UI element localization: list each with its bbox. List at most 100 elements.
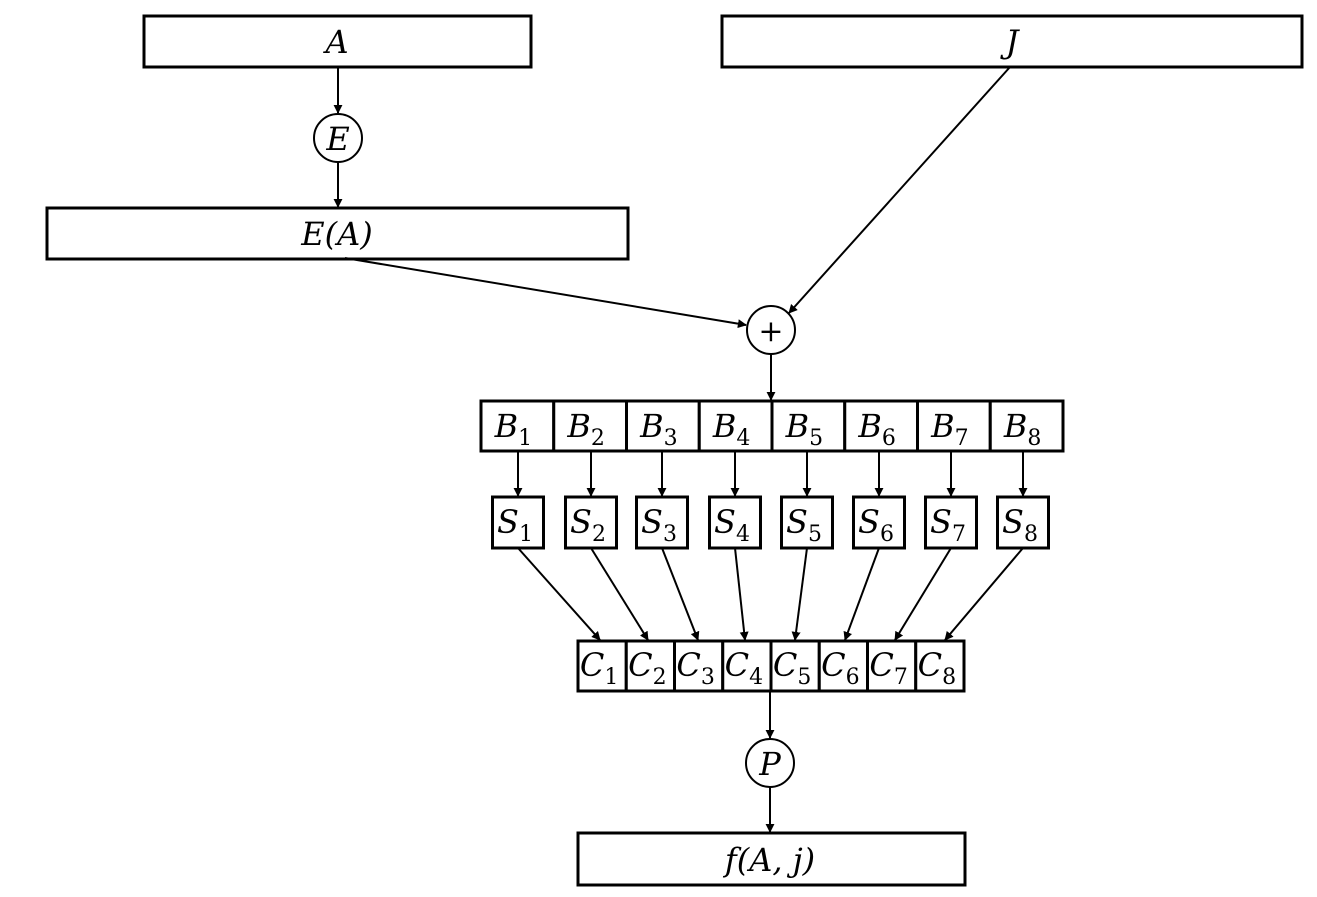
c-block-2-label-index: 2 bbox=[653, 665, 667, 690]
expanded-a-label: E(A) bbox=[300, 215, 372, 253]
s-box-1-label-letter: S bbox=[497, 503, 519, 541]
edge-s4-to-c4 bbox=[734, 547, 749, 641]
c-block-7-label: C7 bbox=[869, 646, 907, 690]
c-block-4-label-letter: C bbox=[725, 646, 749, 684]
b-block-3-label-index: 3 bbox=[664, 426, 678, 451]
s-box-5: S5 bbox=[780, 495, 834, 550]
s-box-1-label-index: 1 bbox=[519, 522, 533, 547]
output-node: f(A, j) bbox=[576, 831, 967, 887]
input-j-label: J bbox=[1000, 23, 1021, 61]
c-block-1-label-letter: C bbox=[580, 646, 604, 684]
s-box-3: S3 bbox=[635, 495, 689, 550]
b-block-7-label: B7 bbox=[930, 407, 969, 451]
output-label: f(A, j) bbox=[723, 841, 815, 879]
expansion-e-node: E bbox=[313, 113, 363, 163]
s-box-7-label: S7 bbox=[930, 503, 966, 547]
b-to-s-edges bbox=[513, 451, 1028, 497]
b-block-7: B7 bbox=[916, 399, 992, 453]
c-block-5-label: C5 bbox=[773, 646, 811, 690]
edge-j-to-xor bbox=[788, 66, 1011, 314]
b-block-2-label-index: 2 bbox=[591, 426, 605, 451]
c-block-3-label-index: 3 bbox=[701, 665, 715, 690]
c-block-3-label: C3 bbox=[676, 646, 714, 690]
b-block-6: B6 bbox=[843, 399, 919, 453]
s-box-4-label: S4 bbox=[714, 503, 750, 547]
s-box-2-label-letter: S bbox=[570, 503, 592, 541]
c-block-4-label-index: 4 bbox=[749, 665, 763, 690]
permutation-p-label: P bbox=[758, 745, 781, 783]
s-box-2: S2 bbox=[564, 495, 618, 550]
c-block-6-label: C6 bbox=[821, 646, 859, 690]
edge-s7-to-c7 bbox=[894, 547, 952, 641]
b-block-3-label: B3 bbox=[639, 407, 678, 451]
b-block-6-label-letter: B bbox=[857, 407, 882, 445]
s-box-6-label: S6 bbox=[858, 503, 894, 547]
c-block-7-label-index: 7 bbox=[894, 665, 908, 690]
b-block-2: B2 bbox=[552, 399, 628, 453]
s-box-2-label-index: 2 bbox=[592, 522, 606, 547]
edge-s2-to-c2 bbox=[590, 547, 649, 641]
c-block-1-label: C1 bbox=[580, 646, 618, 690]
s-box-8-label-letter: S bbox=[1002, 503, 1024, 541]
edge-ea-to-xor bbox=[344, 257, 747, 329]
s-box-5-label: S5 bbox=[786, 503, 822, 547]
edge-s1-to-c1 bbox=[517, 547, 601, 641]
xor-symbol: + bbox=[758, 314, 783, 349]
s-box-8-label-index: 8 bbox=[1024, 522, 1038, 547]
s-box-8-label: S8 bbox=[1002, 503, 1038, 547]
b-block-1-label-letter: B bbox=[494, 407, 519, 445]
s-box-1-label: S1 bbox=[497, 503, 533, 547]
b-block-5: B5 bbox=[770, 399, 847, 453]
c-block-8-label-index: 8 bbox=[942, 665, 956, 690]
b-block-8-label: B8 bbox=[1003, 407, 1042, 451]
b-block-4-label-letter: B bbox=[712, 407, 737, 445]
b-block-4: B4 bbox=[697, 399, 774, 453]
permutation-p-node: P bbox=[745, 738, 795, 788]
c-block-1: C1 bbox=[576, 639, 628, 693]
b-block-7-label-index: 7 bbox=[955, 426, 969, 451]
b-block-8-label-letter: B bbox=[1003, 407, 1028, 445]
s-box-2-label: S2 bbox=[570, 503, 606, 547]
s-box-6: S6 bbox=[852, 495, 906, 550]
c-block-8: C8 bbox=[914, 639, 966, 693]
b-block-1: B1 bbox=[479, 399, 556, 453]
s-box-7-label-letter: S bbox=[930, 503, 952, 541]
b-block-2-label-letter: B bbox=[566, 407, 591, 445]
s-box-8: S8 bbox=[996, 495, 1050, 550]
c-block-3: C3 bbox=[673, 639, 725, 693]
c-block-5-label-letter: C bbox=[773, 646, 797, 684]
c-block-6-label-index: 6 bbox=[846, 665, 860, 690]
c-block-5: C5 bbox=[769, 639, 821, 693]
c-block-6: C6 bbox=[817, 639, 869, 693]
s-box-3-label-index: 3 bbox=[663, 522, 677, 547]
s-box-7: S7 bbox=[924, 495, 978, 550]
c-block-1-label-index: 1 bbox=[604, 665, 618, 690]
b-block-5-label-letter: B bbox=[785, 407, 810, 445]
s-box-5-label-index: 5 bbox=[808, 522, 822, 547]
xor-node: + bbox=[746, 305, 796, 355]
c-block-5-label-index: 5 bbox=[797, 665, 811, 690]
b-block-8-label-index: 8 bbox=[1027, 426, 1041, 451]
c-block-2: C2 bbox=[624, 639, 676, 693]
c-block-8-label-letter: C bbox=[918, 646, 942, 684]
c-block-6-label-letter: C bbox=[821, 646, 845, 684]
c-block-4-label: C4 bbox=[725, 646, 763, 690]
edge-s5-to-c5 bbox=[791, 547, 808, 641]
s-box-3-label-letter: S bbox=[641, 503, 663, 541]
b-block-3: B3 bbox=[625, 399, 701, 453]
b-block-8: B8 bbox=[988, 399, 1065, 453]
edge-s3-to-c3 bbox=[661, 547, 700, 641]
c-block-7: C7 bbox=[866, 639, 918, 693]
expansion-e-label: E bbox=[325, 120, 349, 158]
edge-s6-to-c6 bbox=[843, 547, 880, 641]
c-block-4: C4 bbox=[721, 639, 773, 693]
b-block-2-label: B2 bbox=[566, 407, 605, 451]
b-block-3-label-letter: B bbox=[639, 407, 664, 445]
b-block-7-label-letter: B bbox=[930, 407, 955, 445]
b-block-5-label-index: 5 bbox=[809, 426, 823, 451]
s-box-7-label-index: 7 bbox=[952, 522, 966, 547]
